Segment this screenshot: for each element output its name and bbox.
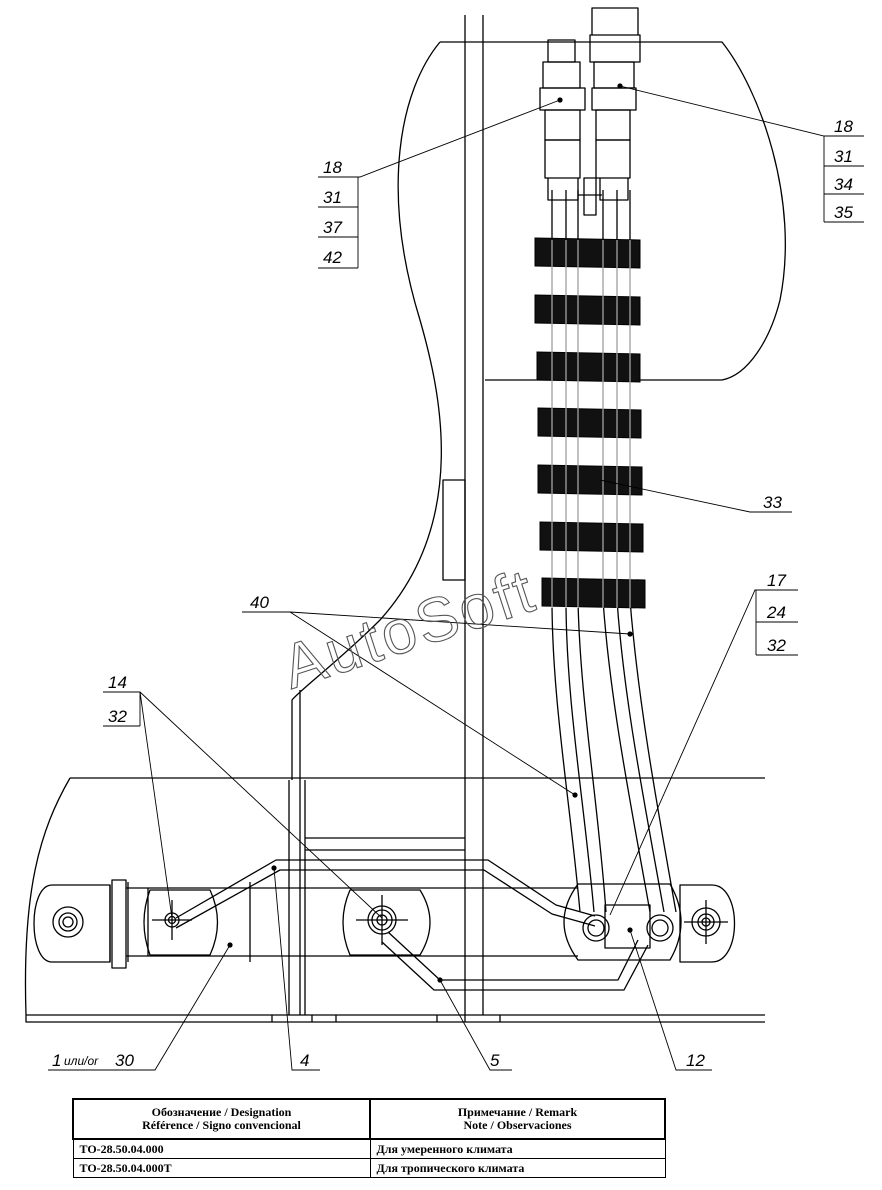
- leader-12: [629, 929, 712, 1071]
- callout-18-left: 18: [323, 158, 342, 177]
- leader-top-right: [619, 85, 864, 223]
- callout-14: 14: [108, 673, 127, 692]
- leader-1: [48, 944, 231, 1071]
- leader-14: [103, 691, 383, 919]
- lower-beam-outline: [24, 777, 765, 1023]
- callout-31-left: 31: [323, 188, 342, 207]
- table-cell-designation: ТО-28.50.04.000: [72, 1138, 371, 1159]
- table-row: ТО-28.50.04.000 Для умеренного климата: [72, 1138, 666, 1159]
- leader-4: [273, 867, 320, 1071]
- callout-37-left: 37: [323, 218, 342, 237]
- hose-right-b: [616, 190, 665, 913]
- table-cell-remark: Для тропического климата: [369, 1158, 666, 1178]
- hose-right-c: [629, 190, 677, 913]
- upper-bracket-outline: [440, 41, 786, 381]
- table-header-row: Обозначение / Designation Référence / Si…: [72, 1098, 666, 1140]
- watermark-text: AutoSoft: [274, 556, 544, 703]
- callout-17: 17: [767, 571, 786, 590]
- table-header-remark: Примечание / Remark Note / Observaciones: [369, 1098, 666, 1140]
- callout-1: 1: [52, 1051, 61, 1070]
- callout-32-left: 32: [108, 707, 127, 726]
- table-header-designation: Обозначение / Designation Référence / Si…: [72, 1098, 371, 1140]
- hose-right-a: [602, 190, 651, 913]
- callout-42-left: 42: [323, 248, 342, 267]
- leader-33: [599, 479, 792, 513]
- hose-left-a: [551, 190, 581, 913]
- callout-or: или/or: [64, 1054, 99, 1068]
- callout-18-right: 18: [834, 117, 853, 136]
- table-cell-designation: ТО-28.50.04.000Т: [72, 1158, 371, 1178]
- pipe-5: [381, 931, 649, 991]
- callout-40: 40: [250, 593, 269, 612]
- designation-table: Обозначение / Designation Référence / Si…: [72, 1098, 666, 1178]
- callout-33: 33: [763, 493, 782, 512]
- table-cell-remark: Для умеренного климата: [369, 1138, 666, 1159]
- leader-top-left: [318, 99, 561, 268]
- callout-32-right: 32: [767, 636, 786, 655]
- assembly-drawing: AutoSoft 18 31 37 42 18 31 34 35 33 17 2…: [24, 7, 864, 1071]
- callout-34-right: 34: [834, 175, 853, 194]
- callout-12: 12: [686, 1051, 705, 1070]
- callout-30: 30: [115, 1051, 134, 1070]
- table-row: ТО-28.50.04.000Т Для тропического климат…: [72, 1158, 666, 1178]
- hose-left-b: [565, 190, 595, 913]
- leader-5: [439, 979, 512, 1071]
- pipe-4: [175, 859, 596, 929]
- hose-left-c: [577, 190, 607, 913]
- leader-40: [242, 611, 631, 796]
- callout-35-right: 35: [834, 203, 853, 222]
- callout-4: 4: [300, 1051, 309, 1070]
- callout-24: 24: [766, 603, 786, 622]
- upper-bracket-curve: [291, 41, 442, 780]
- leader-17: [609, 589, 798, 916]
- callout-5: 5: [490, 1051, 500, 1070]
- vertical-plate: [464, 15, 484, 1015]
- callout-31-right: 31: [834, 147, 853, 166]
- left-cylinder: [33, 884, 111, 963]
